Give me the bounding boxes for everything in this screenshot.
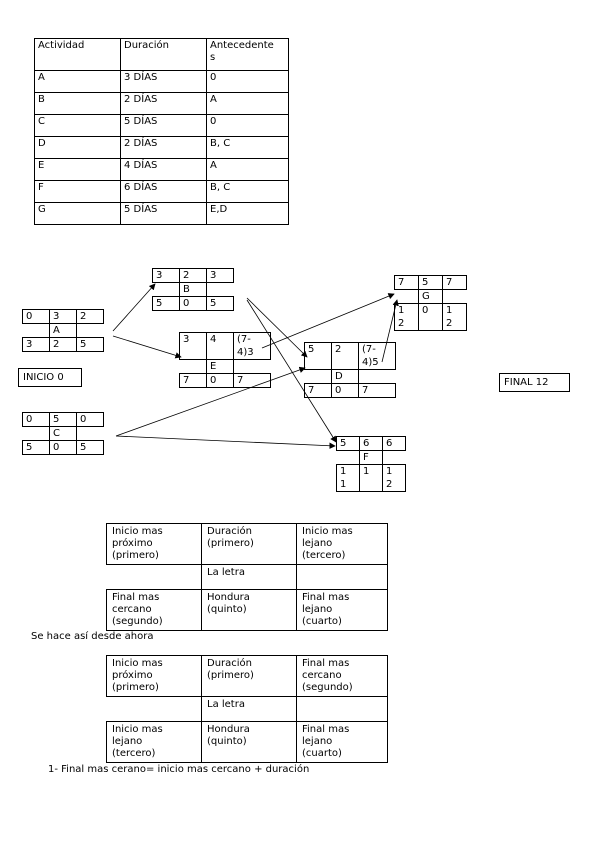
node-value: 6 bbox=[359, 436, 383, 451]
legend-cell: Duración (primero) bbox=[201, 655, 297, 697]
node-value: 1 2 bbox=[382, 464, 406, 492]
node-value: 5 bbox=[76, 337, 104, 352]
node-value: 3 bbox=[152, 268, 180, 283]
node-letter: E bbox=[206, 359, 234, 374]
legend-cell: Hondura (quinto) bbox=[201, 721, 297, 763]
node-value: 7 bbox=[394, 275, 419, 290]
node-value: 1 2 bbox=[394, 303, 419, 331]
node-value: 7 bbox=[179, 373, 207, 388]
arrow-b-d bbox=[246, 297, 308, 358]
node-value: 0 bbox=[179, 296, 207, 311]
legend-table-1: Inicio mas próximo (primero) Duración (p… bbox=[106, 523, 388, 631]
formula-text: 1- Final mas cerano= inicio mas cercano … bbox=[48, 764, 310, 775]
node-value: 0 bbox=[206, 373, 234, 388]
legend-cell: Hondura (quinto) bbox=[201, 589, 297, 631]
node-value: 0 bbox=[418, 303, 443, 331]
final-box: FINAL 12 bbox=[499, 373, 570, 392]
node-value: 5 bbox=[418, 275, 443, 290]
node-value: 2 bbox=[76, 309, 104, 324]
arrow-a-e bbox=[112, 335, 182, 359]
node-value: 5 bbox=[206, 296, 234, 311]
legend-letter: La letra bbox=[201, 696, 297, 722]
node-value: 2 bbox=[179, 268, 207, 283]
legend-cell: Duración (primero) bbox=[201, 523, 297, 565]
table-row: D 2 DÍAS B, C bbox=[34, 136, 289, 159]
legend-cell: Inicio mas próximo (primero) bbox=[106, 655, 202, 697]
legend-cell: Final mas lejano (cuarto) bbox=[296, 721, 388, 763]
node-letter: A bbox=[49, 323, 77, 338]
legend-cell: Final mas lejano (cuarto) bbox=[296, 589, 388, 631]
table-row: B 2 DÍAS A bbox=[34, 92, 289, 115]
node-value: 5 bbox=[152, 296, 180, 311]
inicio-box: INICIO 0 bbox=[18, 368, 82, 387]
arrow-c-f bbox=[115, 435, 336, 449]
legend-cell: Inicio mas lejano (tercero) bbox=[296, 523, 388, 565]
node-value: 1 1 bbox=[336, 464, 360, 492]
node-value: 7 bbox=[442, 275, 467, 290]
node-value: (7- 4)3 bbox=[233, 332, 271, 360]
node-value: (7- 4)5 bbox=[358, 342, 396, 370]
node-value: 1 bbox=[359, 464, 383, 492]
legend-table-2: Inicio mas próximo (primero) Duración (p… bbox=[106, 655, 388, 763]
node-value: 0 bbox=[22, 309, 50, 324]
node-value: 0 bbox=[76, 412, 104, 427]
note-text: Se hace así desde ahora bbox=[31, 631, 154, 642]
arrow-e-g bbox=[261, 293, 395, 349]
node-value: 7 bbox=[304, 383, 332, 398]
arrow-b-f bbox=[246, 299, 337, 443]
node-letter: F bbox=[359, 450, 383, 465]
node-value: 0 bbox=[49, 440, 77, 455]
arrow-a-b bbox=[112, 283, 156, 332]
node-letter: D bbox=[331, 369, 359, 384]
node-value: 3 bbox=[49, 309, 77, 324]
node-letter: B bbox=[179, 282, 207, 297]
node-value: 2 bbox=[331, 342, 359, 370]
legend-cell: Final mas cercano (segundo) bbox=[106, 589, 202, 631]
table-row: E 4 DÍAS A bbox=[34, 158, 289, 181]
node-value: 5 bbox=[336, 436, 360, 451]
arrow-c-d bbox=[115, 366, 306, 437]
node-value: 5 bbox=[22, 440, 50, 455]
table-row: G 5 DÍAS E,D bbox=[34, 202, 289, 225]
node-value: 0 bbox=[22, 412, 50, 427]
node-letter: C bbox=[49, 426, 77, 441]
node-value: 4 bbox=[206, 332, 234, 360]
legend-cell: Inicio mas lejano (tercero) bbox=[106, 721, 202, 763]
node-value: 5 bbox=[76, 440, 104, 455]
cell: E,D bbox=[206, 202, 289, 225]
node-value: 3 bbox=[179, 332, 207, 360]
table-row: C 5 DÍAS 0 bbox=[34, 114, 289, 137]
legend-cell: Final mas cercano (segundo) bbox=[296, 655, 388, 697]
legend-letter: La letra bbox=[201, 564, 297, 590]
node-letter: G bbox=[418, 289, 443, 304]
table-row: F 6 DÍAS B, C bbox=[34, 180, 289, 203]
node-value: 0 bbox=[331, 383, 359, 398]
node-value: 3 bbox=[22, 337, 50, 352]
node-value: 2 bbox=[49, 337, 77, 352]
node-value: 6 bbox=[382, 436, 406, 451]
node-value: 5 bbox=[49, 412, 77, 427]
node-value: 3 bbox=[206, 268, 234, 283]
node-value: 5 bbox=[304, 342, 332, 370]
legend-cell: Inicio mas próximo (primero) bbox=[106, 523, 202, 565]
node-value: 7 bbox=[358, 383, 396, 398]
node-value: 7 bbox=[233, 373, 271, 388]
node-value: 1 2 bbox=[442, 303, 467, 331]
activities-table: Actividad Duración Antecedente s A 3 DÍA… bbox=[34, 38, 289, 225]
